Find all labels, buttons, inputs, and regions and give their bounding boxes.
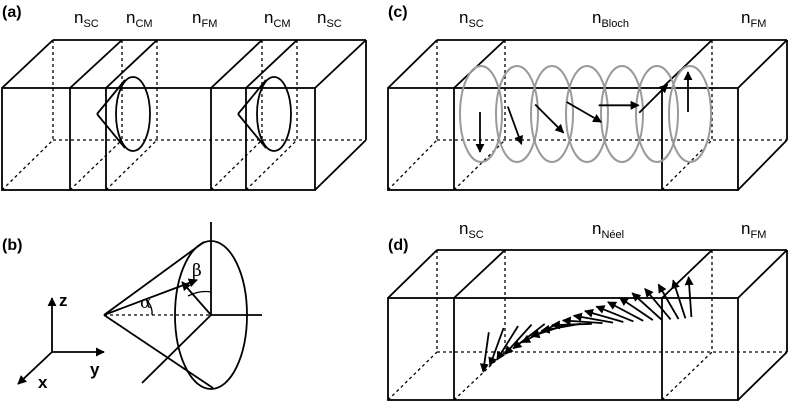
bloch-spin-arrow-4: [566, 101, 603, 123]
alpha-label: α: [140, 293, 152, 313]
panel-b: (b) α β z y x: [2, 222, 262, 392]
panel-a-slab: [1, 39, 367, 191]
bloch-spin-arrows: [475, 71, 693, 153]
panel-c-label-1: nSC: [459, 8, 484, 30]
neel-spin-arrow-15: [618, 296, 654, 321]
panel-d-tag: (d): [388, 237, 408, 254]
panel-c: (c) nSC nBloch nFM: [387, 4, 788, 191]
panel-d-slab: [387, 249, 788, 401]
neel-spin-arrow-11: [572, 312, 614, 324]
neel-spin-arrow-17: [644, 288, 672, 320]
panel-b-tag: (b): [2, 237, 22, 254]
panel-d-label-3: nFM: [741, 219, 766, 241]
panel-a-label-3: nFM: [192, 8, 217, 30]
panel-a-label-2: nCM: [126, 8, 153, 30]
neel-spin-arrow-4: [504, 323, 533, 355]
panel-a-cone-2: [237, 76, 292, 152]
bloch-spin-arrow-3: [534, 103, 565, 134]
neel-spin-arrow-1: [479, 332, 490, 373]
neel-spin-arrow-12: [584, 308, 624, 323]
neel-spin-arrow-16: [631, 292, 663, 321]
neel-spin-arrow-9: [551, 320, 592, 330]
bloch-spin-arrow-6: [638, 83, 669, 114]
neel-spin-arrow-3: [496, 325, 519, 361]
neel-spin-arrow-7: [530, 323, 570, 339]
panel-b-cone: α β: [103, 222, 262, 390]
axis-x-label: x: [38, 373, 48, 392]
panel-a-tag: (a): [2, 4, 22, 21]
neel-spin-arrow-2: [488, 327, 505, 367]
axis-y-label: y: [90, 360, 100, 379]
panel-a-label-1: nSC: [74, 8, 99, 30]
neel-spin-arrow-13: [595, 305, 634, 323]
coordinate-axes: z y x: [17, 291, 105, 392]
bloch-wall-loops: [459, 65, 712, 163]
neel-spin-arrows: [479, 276, 694, 373]
panel-d-label-2: nNéel: [592, 219, 624, 241]
panel-a-label-5: nSC: [317, 8, 342, 30]
panel-c-slab: [387, 39, 788, 191]
panel-c-tag: (c): [388, 4, 408, 21]
neel-spin-arrow-14: [607, 301, 644, 322]
neel-spin-arrow-10: [561, 316, 603, 326]
panel-a: (a) nSC nCM nFM nCM nSC: [1, 4, 367, 191]
panel-d: (d) nSC nNéel nFM: [387, 219, 788, 401]
beta-label: β: [192, 261, 202, 281]
bloch-spin-arrow-2: [506, 106, 523, 145]
neel-spin-arrow-20: [684, 276, 694, 318]
panel-a-label-4: nCM: [264, 8, 291, 30]
panel-d-label-1: nSC: [459, 219, 484, 241]
neel-spin-arrow-19: [671, 279, 687, 319]
panel-a-cone-1: [96, 76, 151, 152]
panel-c-label-3: nFM: [741, 8, 766, 30]
neel-spin-arrow-18: [657, 283, 680, 320]
axis-z-label: z: [59, 291, 68, 310]
panel-c-label-2: nBloch: [592, 8, 629, 30]
